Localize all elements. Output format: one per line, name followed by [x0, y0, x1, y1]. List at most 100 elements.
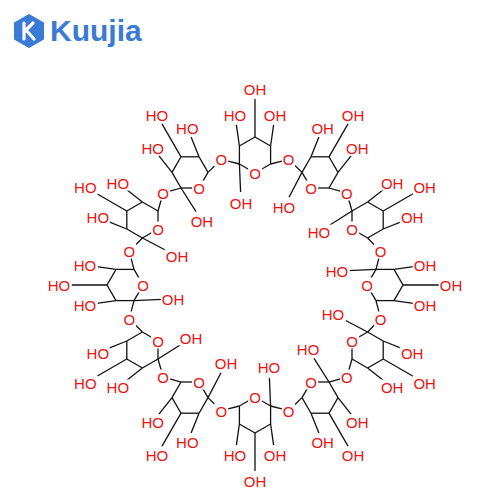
- atom-label: OH: [341, 447, 366, 462]
- bond-line: [394, 285, 403, 301]
- bond-line: [261, 401, 271, 407]
- bond-line: [271, 406, 282, 409]
- bond-line: [348, 269, 376, 270]
- bond-line: [127, 332, 143, 341]
- bond-line: [172, 398, 181, 414]
- atom-label: O: [192, 181, 206, 196]
- bond-line: [134, 291, 140, 301]
- bond-line: [236, 424, 239, 445]
- bond-line: [191, 413, 199, 433]
- bond-line: [338, 156, 351, 173]
- bond-line: [376, 300, 394, 301]
- bond-line: [329, 157, 338, 173]
- bond-line: [126, 189, 143, 202]
- atom-label: OH: [341, 108, 366, 123]
- atom-label: O: [282, 152, 296, 167]
- bond-line: [352, 359, 368, 368]
- atom-label: HO: [307, 224, 332, 239]
- bond-line: [95, 301, 116, 304]
- atom-label: OH: [413, 258, 438, 273]
- atom-label: HO: [73, 376, 98, 391]
- atom-label: HO: [175, 435, 200, 450]
- atom-label: O: [151, 334, 165, 349]
- bond-line: [371, 291, 377, 301]
- bond-line: [302, 157, 311, 173]
- bond-line: [338, 398, 351, 415]
- bond-line: [368, 332, 384, 341]
- bond-line: [403, 284, 441, 285]
- bond-line: [94, 359, 127, 378]
- bond-line: [358, 233, 368, 239]
- atom-label: OH: [243, 82, 268, 97]
- bond-line: [170, 188, 181, 191]
- logo-icon: [12, 14, 46, 48]
- bond-line: [157, 211, 158, 222]
- bond-line: [368, 359, 384, 368]
- bond-line: [311, 413, 329, 414]
- atom-label: O: [374, 244, 388, 259]
- bond-line: [376, 258, 379, 269]
- bond-line: [329, 172, 338, 188]
- bond-line: [126, 211, 127, 229]
- bond-line: [191, 137, 199, 157]
- bond-line: [254, 433, 255, 471]
- atom-label: OH: [214, 356, 239, 371]
- atom-label: OH: [412, 180, 437, 195]
- atom-label: OH: [165, 249, 190, 264]
- bond-line: [368, 229, 384, 238]
- atom-label: O: [123, 244, 137, 259]
- bond-line: [199, 157, 208, 173]
- bond-line: [181, 187, 192, 188]
- bond-line: [69, 284, 107, 285]
- bond-line: [116, 300, 134, 301]
- bond-line: [311, 413, 319, 433]
- bond-line: [349, 200, 352, 211]
- bond-line: [302, 398, 311, 414]
- bond-line: [107, 221, 127, 229]
- atom-label: OH: [413, 298, 438, 313]
- atom-label: OH: [400, 210, 425, 225]
- bond-line: [394, 269, 403, 285]
- bond-line: [289, 172, 302, 197]
- atom-label: O: [360, 278, 374, 293]
- logo-glyph: [24, 23, 34, 39]
- bond-line: [157, 348, 158, 359]
- atom-label: O: [248, 166, 262, 181]
- bond-line: [142, 359, 158, 368]
- bond-line: [134, 299, 162, 300]
- bond-line: [116, 269, 134, 270]
- logo-badge: [15, 15, 43, 47]
- bond-line: [208, 373, 221, 398]
- watermark-logo: Kuujia: [50, 16, 142, 46]
- bond-line: [311, 156, 329, 157]
- atom-label: OH: [229, 196, 254, 211]
- atom-label: OH: [179, 331, 204, 346]
- atom-label: HO: [86, 345, 111, 360]
- atom-label: O: [340, 369, 354, 384]
- bond-line: [368, 189, 385, 202]
- bond-line: [107, 269, 116, 285]
- atom-label: HO: [175, 120, 200, 135]
- atom-label: O: [345, 334, 359, 349]
- bond-line: [203, 388, 209, 398]
- bond-line: [107, 285, 116, 301]
- atom-label: OH: [400, 345, 425, 360]
- bond-line: [126, 341, 127, 359]
- atom-label: HO: [86, 210, 111, 225]
- atom-label: HO: [296, 342, 321, 357]
- bond-line: [131, 258, 134, 269]
- atom-label: O: [215, 152, 229, 167]
- bond-line: [239, 424, 255, 433]
- atom-label: HO: [325, 264, 350, 279]
- bond-line: [383, 341, 384, 359]
- atom-label: HO: [106, 175, 131, 190]
- atom-label: OH: [263, 108, 288, 123]
- atom-label: OH: [345, 415, 370, 430]
- bond-line: [383, 192, 416, 211]
- bond-line: [239, 137, 255, 146]
- atom-label: HO: [272, 200, 297, 215]
- bond-line: [351, 211, 352, 222]
- bond-line: [271, 424, 274, 445]
